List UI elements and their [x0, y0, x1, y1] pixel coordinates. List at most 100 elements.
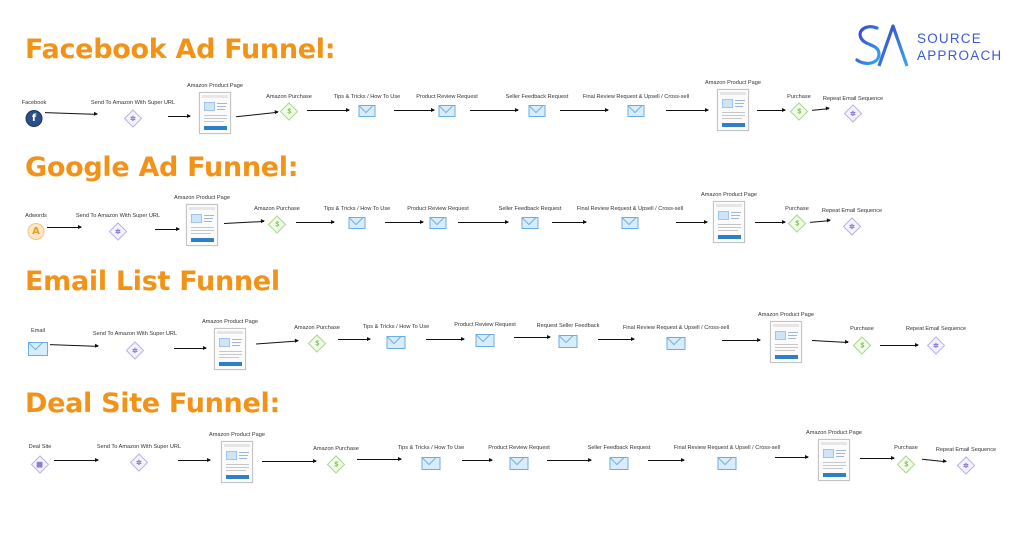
repeat-label: Repeat Email Sequence — [905, 326, 967, 332]
flow-arrow — [256, 340, 298, 345]
tips-label: Tips & Tricks / How To Use — [333, 94, 401, 100]
send-label: Send To Amazon With Super URL — [92, 331, 178, 337]
product-page-icon — [818, 439, 850, 481]
gear-icon: ✲ — [129, 453, 149, 472]
envelope-icon — [558, 335, 578, 348]
purchase-label: Amazon Purchase — [313, 446, 359, 452]
dollar-icon: $ — [326, 455, 346, 474]
sa-logo-mark-icon — [855, 24, 909, 67]
flow-arrow — [809, 220, 831, 223]
flow-arrow — [811, 108, 830, 111]
google-funnel: Adwords A Send To Amazon With Super URL … — [0, 192, 1024, 302]
dollar-icon: $ — [789, 102, 809, 121]
flow-arrow — [155, 227, 180, 231]
logo-line-1: SOURCE — [917, 31, 982, 46]
flow-arrow — [307, 108, 350, 112]
review-label: Product Review Request — [454, 322, 516, 328]
facebook-funnel-title: Facebook Ad Funnel: — [25, 34, 336, 65]
dollar-icon: $ — [787, 214, 807, 233]
repeat-step: ✲ — [843, 104, 863, 123]
logo-line-2: APPROACH — [917, 48, 1003, 63]
flow-arrow — [547, 458, 592, 462]
source-label: Adwords — [25, 213, 47, 219]
purchase-label: Amazon Purchase — [254, 206, 300, 212]
flow-arrow — [666, 108, 709, 112]
flow-arrow — [552, 220, 587, 224]
envelope-icon — [386, 336, 406, 349]
flow-arrow — [338, 337, 371, 341]
repeat-step: ✲ — [956, 456, 976, 475]
review-label: Product Review Request — [416, 94, 478, 100]
purchase-label: Amazon Purchase — [294, 325, 340, 331]
flow-arrow — [426, 337, 465, 341]
flow-arrow — [168, 114, 191, 118]
flow-arrow — [224, 220, 264, 225]
purchase-label: Purchase — [850, 326, 874, 332]
send-label: Send To Amazon With Super URL — [75, 213, 161, 219]
envelope-icon — [475, 334, 495, 347]
flow-arrow — [648, 458, 685, 462]
flow-arrow — [174, 346, 207, 350]
page-label: Amazon Product Page — [705, 80, 761, 86]
flow-arrow — [514, 335, 551, 339]
gear-icon: ✲ — [843, 104, 863, 123]
purchase-step: $ — [787, 214, 807, 233]
flow-arrow — [296, 220, 335, 224]
flow-arrow — [47, 225, 82, 229]
envelope-icon — [348, 217, 366, 229]
tips-label: Tips & Tricks / How To Use — [362, 324, 430, 330]
final-label: Final Review Request & Upsell / Cross-se… — [582, 94, 690, 100]
repeat-step: ✲ — [926, 336, 946, 355]
flow-arrow — [178, 458, 211, 462]
dollar-icon: $ — [307, 334, 327, 353]
purchase-label: Purchase — [787, 94, 811, 100]
dollar-icon: $ — [279, 102, 299, 121]
source-label: Email — [31, 328, 45, 334]
review-label: Product Review Request — [407, 206, 469, 212]
flow-arrow — [54, 458, 99, 462]
page-label: Amazon Product Page — [202, 319, 258, 325]
page-label: Amazon Product Page — [701, 192, 757, 198]
google-funnel-title: Google Ad Funnel: — [25, 152, 299, 183]
flow-arrow — [236, 111, 278, 118]
page-label: Amazon Product Page — [209, 432, 265, 438]
product-page-icon — [186, 204, 218, 246]
product-page-icon — [717, 89, 749, 131]
send-label: Send To Amazon With Super URL — [96, 444, 182, 450]
product-page-icon — [221, 441, 253, 483]
adwords-icon: A — [27, 223, 45, 240]
gear-icon: ✲ — [842, 217, 862, 236]
source-label: Deal Site — [28, 444, 52, 450]
flow-arrow — [470, 108, 519, 112]
flow-arrow — [357, 457, 402, 461]
deal-site-icon: ▦ — [30, 455, 50, 474]
purchase-label: Purchase — [785, 206, 809, 212]
flow-arrow — [755, 220, 786, 224]
send-step: ✲ — [108, 222, 128, 241]
envelope-icon — [358, 105, 376, 117]
purchase-step: $ — [307, 334, 327, 353]
product-page-icon — [770, 321, 802, 363]
flow-arrow — [598, 337, 635, 341]
flow-arrow — [560, 108, 609, 112]
purchase-step: $ — [852, 336, 872, 355]
repeat-label: Repeat Email Sequence — [935, 447, 997, 453]
product-page-icon — [214, 328, 246, 370]
final-label: Final Review Request & Upsell / Cross-se… — [576, 206, 684, 212]
repeat-label: Repeat Email Sequence — [821, 208, 883, 214]
page-label: Amazon Product Page — [758, 312, 814, 318]
flow-arrow — [722, 338, 761, 342]
envelope-icon — [717, 457, 737, 470]
envelope-icon — [429, 217, 447, 229]
send-step: ✲ — [125, 341, 145, 360]
email-funnel: Email Send To Amazon With Super URL ✲ Am… — [0, 312, 1024, 422]
purchase-step: $ — [789, 102, 809, 121]
purchase-step: $ — [279, 102, 299, 121]
flow-arrow — [385, 220, 424, 224]
gear-icon: ✲ — [125, 341, 145, 360]
feedback-label: Request Seller Feedback — [536, 323, 600, 329]
flow-arrow — [49, 344, 99, 347]
envelope-icon — [421, 457, 441, 470]
flow-arrow — [676, 220, 708, 224]
tips-label: Tips & Tricks / How To Use — [397, 445, 465, 451]
